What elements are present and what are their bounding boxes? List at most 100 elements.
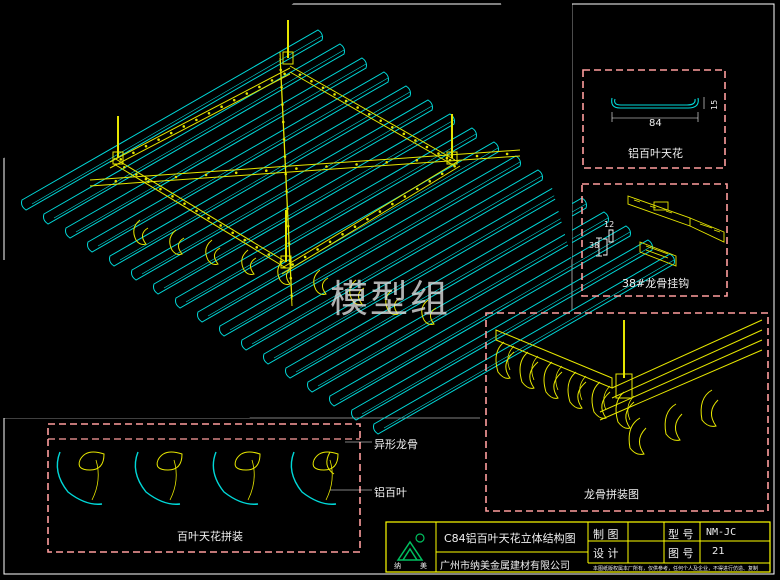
aluminum-ceiling-caption: 铝百叶天花	[628, 147, 683, 160]
drawing-number-value: 21	[712, 546, 725, 557]
hanger-clip	[446, 151, 458, 165]
keel-hole	[475, 154, 479, 158]
louver-slat-edge	[339, 231, 631, 401]
keel-hole	[425, 145, 429, 149]
keel-hole	[298, 73, 302, 76]
louver-slat-edge	[229, 161, 521, 331]
keel-rail	[89, 155, 521, 187]
keel-hole	[391, 202, 394, 206]
keel-hook-inner	[555, 365, 563, 391]
keel-hook	[133, 219, 149, 245]
louver-slat	[241, 169, 543, 351]
louver-slat	[329, 225, 631, 407]
keel-hole	[243, 238, 247, 242]
panel-aluminum-ceiling	[582, 69, 726, 169]
keel-hole	[270, 79, 274, 82]
keel-rail	[279, 57, 293, 307]
keel-hook	[567, 371, 587, 409]
keel-bar	[599, 319, 763, 421]
keel-hole	[195, 118, 198, 122]
keel-hole	[123, 165, 126, 169]
keel-hook	[385, 289, 401, 315]
keel-rail	[113, 157, 287, 263]
louver-profile	[134, 451, 181, 505]
keel-hook	[277, 259, 293, 285]
keel-clip-tail	[91, 459, 99, 501]
dim-width-label: 84	[649, 118, 662, 129]
keel-hole	[316, 248, 319, 251]
title-block-frame	[385, 521, 771, 573]
keel-hole	[367, 112, 371, 116]
louver-slat	[373, 253, 675, 435]
keel-rail	[109, 67, 291, 163]
keel-hole	[385, 161, 389, 164]
keel-hole	[281, 120, 285, 124]
panel-louver-assembly	[47, 423, 361, 553]
keel-hook	[628, 417, 647, 455]
louver-profile	[290, 451, 337, 505]
hanger-clip	[112, 151, 124, 165]
label-drawing-number: 图 号	[668, 547, 694, 560]
model-value: NM-JC	[706, 527, 737, 538]
louver-side-profiles	[56, 451, 339, 505]
keel-hole	[366, 217, 369, 221]
keel-hook-inner	[627, 395, 635, 421]
louver-slat-edge	[31, 35, 323, 205]
keel-hole	[171, 195, 174, 198]
keel-hole	[220, 105, 223, 109]
louver-slat	[219, 155, 521, 337]
keel-hole	[232, 98, 236, 102]
panel-keel-hanger	[581, 183, 728, 297]
keel-hanger-detail	[596, 195, 725, 267]
louver-slat	[87, 71, 389, 253]
keel-hole	[437, 152, 440, 155]
louver-slat-edge	[317, 217, 609, 387]
keel-rail	[289, 65, 456, 161]
keel-hole	[341, 232, 344, 236]
keel-hook	[495, 341, 515, 379]
keel-hole	[114, 179, 118, 183]
keel-hole	[255, 246, 259, 249]
special-keel-label: 异形龙骨	[374, 438, 418, 451]
keel-hole	[289, 276, 293, 280]
keel-hole	[440, 172, 444, 176]
keel-hole	[144, 144, 148, 148]
keel-hook	[543, 361, 563, 399]
keel-assembly-detail	[495, 319, 763, 455]
keel-hole	[147, 180, 150, 184]
keel-hole	[281, 103, 284, 106]
keel-hole	[321, 86, 325, 90]
keel-hole	[415, 187, 419, 191]
louver-assembly-caption: 百叶天花拼装	[177, 530, 243, 543]
keel-hole	[207, 216, 210, 220]
keel-hole	[195, 209, 198, 213]
keel-hook	[169, 229, 185, 255]
keel-clip-profile	[326, 451, 335, 475]
keel-hanger-dim-width: 38	[589, 241, 600, 250]
keel-hole	[265, 169, 268, 172]
keel-hole	[290, 294, 293, 297]
keel-hook	[421, 299, 437, 325]
keel-hole	[231, 231, 234, 235]
keel-hole	[157, 138, 160, 141]
keel-hole	[414, 139, 417, 142]
keel-hole	[279, 68, 283, 72]
keel-bar	[495, 329, 613, 389]
keel-rail	[281, 165, 461, 275]
keel-hole	[391, 125, 394, 129]
keel-hole	[295, 167, 298, 170]
keel-hole	[174, 175, 178, 179]
keel-hole	[267, 253, 271, 256]
keel-hole	[280, 85, 283, 89]
keel-rail	[281, 159, 461, 269]
keel-hole	[328, 240, 332, 244]
logo-char-1: 纳	[394, 562, 401, 570]
keel-clip-tail	[169, 459, 177, 501]
keel-hole	[245, 92, 249, 95]
keel-assembly-caption: 龙骨拼装图	[584, 488, 639, 501]
keel-hole	[234, 171, 238, 175]
keel-clip-profile	[156, 451, 183, 471]
keel-hole	[285, 190, 288, 193]
hanger-clip	[280, 255, 292, 269]
keel-hole	[169, 131, 173, 135]
